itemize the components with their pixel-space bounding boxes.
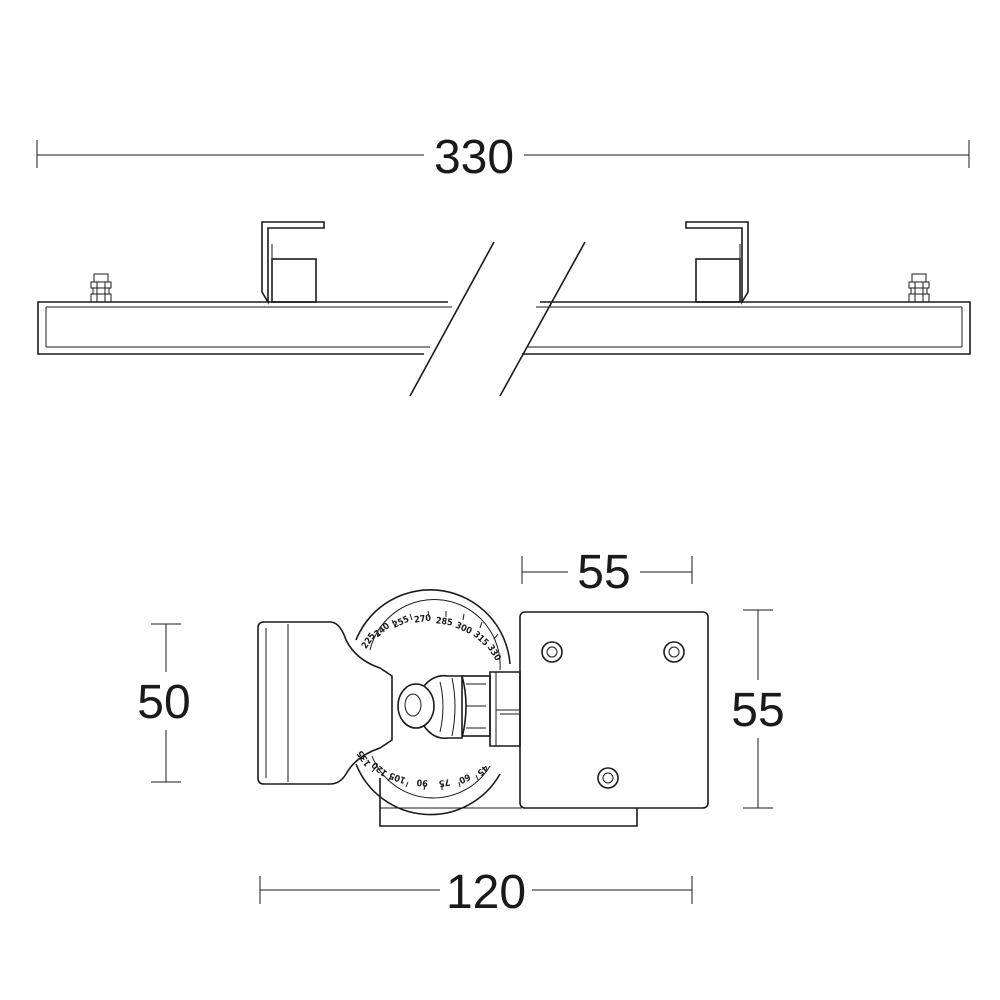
break-line-right <box>499 241 586 397</box>
angle-ticks-top <box>375 610 499 640</box>
angle-label: 285 <box>435 616 453 628</box>
screw-hole-bottom <box>597 767 619 789</box>
break-line-left <box>409 241 495 397</box>
angle-ticks-bottom <box>371 766 479 791</box>
angle-scale-bottom-arc <box>355 763 501 816</box>
dimension-330: 330 <box>36 131 970 184</box>
angle-scale-top-labels: 225 240 255 270 285 300 315 330 <box>360 613 502 663</box>
dimension-50: 50 <box>137 623 191 783</box>
angle-label: 60 <box>457 771 472 785</box>
fixture-end-view: 225 240 255 270 285 300 315 330 135 120 … <box>257 589 709 827</box>
dimension-55-height: 55 <box>731 609 785 809</box>
screw-hole-top-right <box>663 641 685 663</box>
dimension-120-label: 120 <box>446 866 526 919</box>
angle-scale-bottom-labels: 135 120 105 90 75 60 45 <box>355 748 489 788</box>
dimension-330-label: 330 <box>434 131 514 184</box>
dimension-55-width: 55 <box>521 546 693 599</box>
pivot-joint <box>397 671 521 747</box>
dimension-55-width-label: 55 <box>577 546 630 599</box>
dimension-120: 120 <box>259 866 693 919</box>
lamp-head <box>257 621 393 785</box>
dimension-55-height-label: 55 <box>731 684 784 737</box>
angle-label: 45 <box>474 762 489 777</box>
base-plate <box>379 778 638 827</box>
cable-gland-left <box>90 273 112 303</box>
screw-hole-top-left <box>541 641 563 663</box>
angle-label: 240 <box>373 621 393 640</box>
angle-label: 300 <box>454 621 474 637</box>
angle-label: 255 <box>391 615 411 631</box>
angle-label: 270 <box>414 613 432 625</box>
angle-label: 90 <box>416 777 428 788</box>
mounting-bracket-left <box>261 221 325 305</box>
fixture-side-view <box>37 221 971 397</box>
mounting-plate <box>519 611 709 809</box>
angle-scale-top-arc <box>355 589 511 665</box>
mounting-bracket-right <box>685 221 749 305</box>
dimension-50-label: 50 <box>137 676 190 729</box>
cable-gland-right <box>908 273 930 303</box>
angle-label: 75 <box>438 776 451 788</box>
